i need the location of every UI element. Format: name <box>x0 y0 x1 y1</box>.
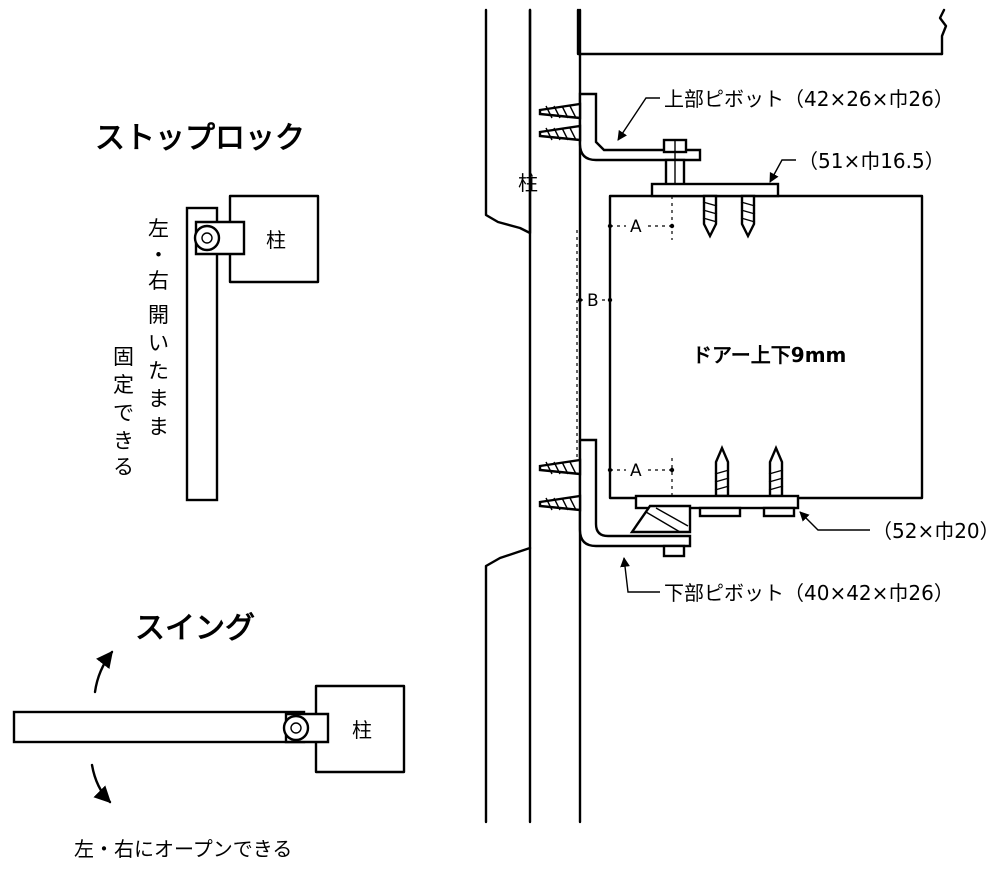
callout-lower-plate: （52×巾20） <box>799 511 1000 543</box>
door-label: ドアー上下9mm <box>692 343 846 367</box>
lower-door-screws <box>714 444 784 498</box>
stop-lock-post-label: 柱 <box>266 228 286 252</box>
svg-text:ま: ま <box>148 415 169 439</box>
top-beam <box>576 8 944 56</box>
upper-pivot <box>538 92 702 190</box>
post-label: 柱 <box>518 171 538 195</box>
dim-a-lower: A <box>607 458 675 500</box>
lower-pivot <box>538 438 692 558</box>
stop-lock-section: ストップロック 柱 左 ・ 右 開 い た ま ま 固 定 で き <box>95 121 320 502</box>
upper-plate <box>650 182 780 239</box>
callout-lower-pivot: 下部ピボット（40×42×巾26） <box>620 557 954 605</box>
svg-text:下部ピボット（40×42×巾26）: 下部ピボット（40×42×巾26） <box>664 581 954 605</box>
svg-text:A: A <box>630 461 642 481</box>
swing-hinge <box>282 712 330 744</box>
svg-text:・: ・ <box>148 243 169 267</box>
svg-text:上部ピボット（42×26×巾26）: 上部ピボット（42×26×巾26） <box>664 87 954 111</box>
swing-section: スイング 柱 左・右にオープンできる <box>12 611 406 861</box>
stop-lock-note-col2: 固 定 で き る <box>113 345 134 479</box>
svg-text:固: 固 <box>113 345 134 369</box>
stop-lock-heading: ストップロック <box>95 121 305 156</box>
post-lower-left <box>484 546 532 824</box>
upper-wood-screws <box>538 102 582 142</box>
svg-text:き: き <box>113 429 134 453</box>
svg-text:た: た <box>148 359 169 383</box>
callout-upper-pivot: 上部ピボット（42×26×巾26） <box>617 87 954 141</box>
svg-text:ま: ま <box>148 387 169 411</box>
swing-post-label: 柱 <box>352 718 372 742</box>
main-elevation: 柱 ドアー上下9mm <box>484 8 1000 824</box>
swing-heading: スイング <box>135 611 255 646</box>
dim-b: B <box>576 230 613 470</box>
stop-lock-door <box>185 206 219 502</box>
callout-upper-plate: （51×巾16.5） <box>769 149 945 183</box>
svg-text:右: 右 <box>148 269 169 293</box>
svg-text:A: A <box>630 217 642 237</box>
svg-text:い: い <box>148 331 169 355</box>
swing-down-arrow-icon <box>90 763 112 804</box>
stop-lock-note-col1: 左 ・ 右 開 い た ま ま <box>148 217 169 439</box>
svg-text:（52×巾20）: （52×巾20） <box>872 519 1000 543</box>
swing-caption: 左・右にオープンできる <box>74 837 292 861</box>
svg-text:定: 定 <box>113 373 134 397</box>
svg-text:で: で <box>113 401 134 425</box>
top-beam-break <box>938 8 948 56</box>
lower-pivot-nut <box>662 544 686 558</box>
svg-text:る: る <box>113 455 134 479</box>
swing-up-arrow-icon <box>93 650 114 694</box>
dim-a-upper: A <box>607 196 675 240</box>
svg-text:開: 開 <box>148 303 169 327</box>
lower-wood-screws <box>538 458 582 512</box>
svg-text:（51×巾16.5）: （51×巾16.5） <box>798 149 945 173</box>
post-upper-left <box>484 8 532 235</box>
svg-text:左: 左 <box>148 217 169 241</box>
svg-text:B: B <box>587 291 599 311</box>
swing-door <box>12 710 306 744</box>
stop-lock-hinge <box>193 220 246 256</box>
